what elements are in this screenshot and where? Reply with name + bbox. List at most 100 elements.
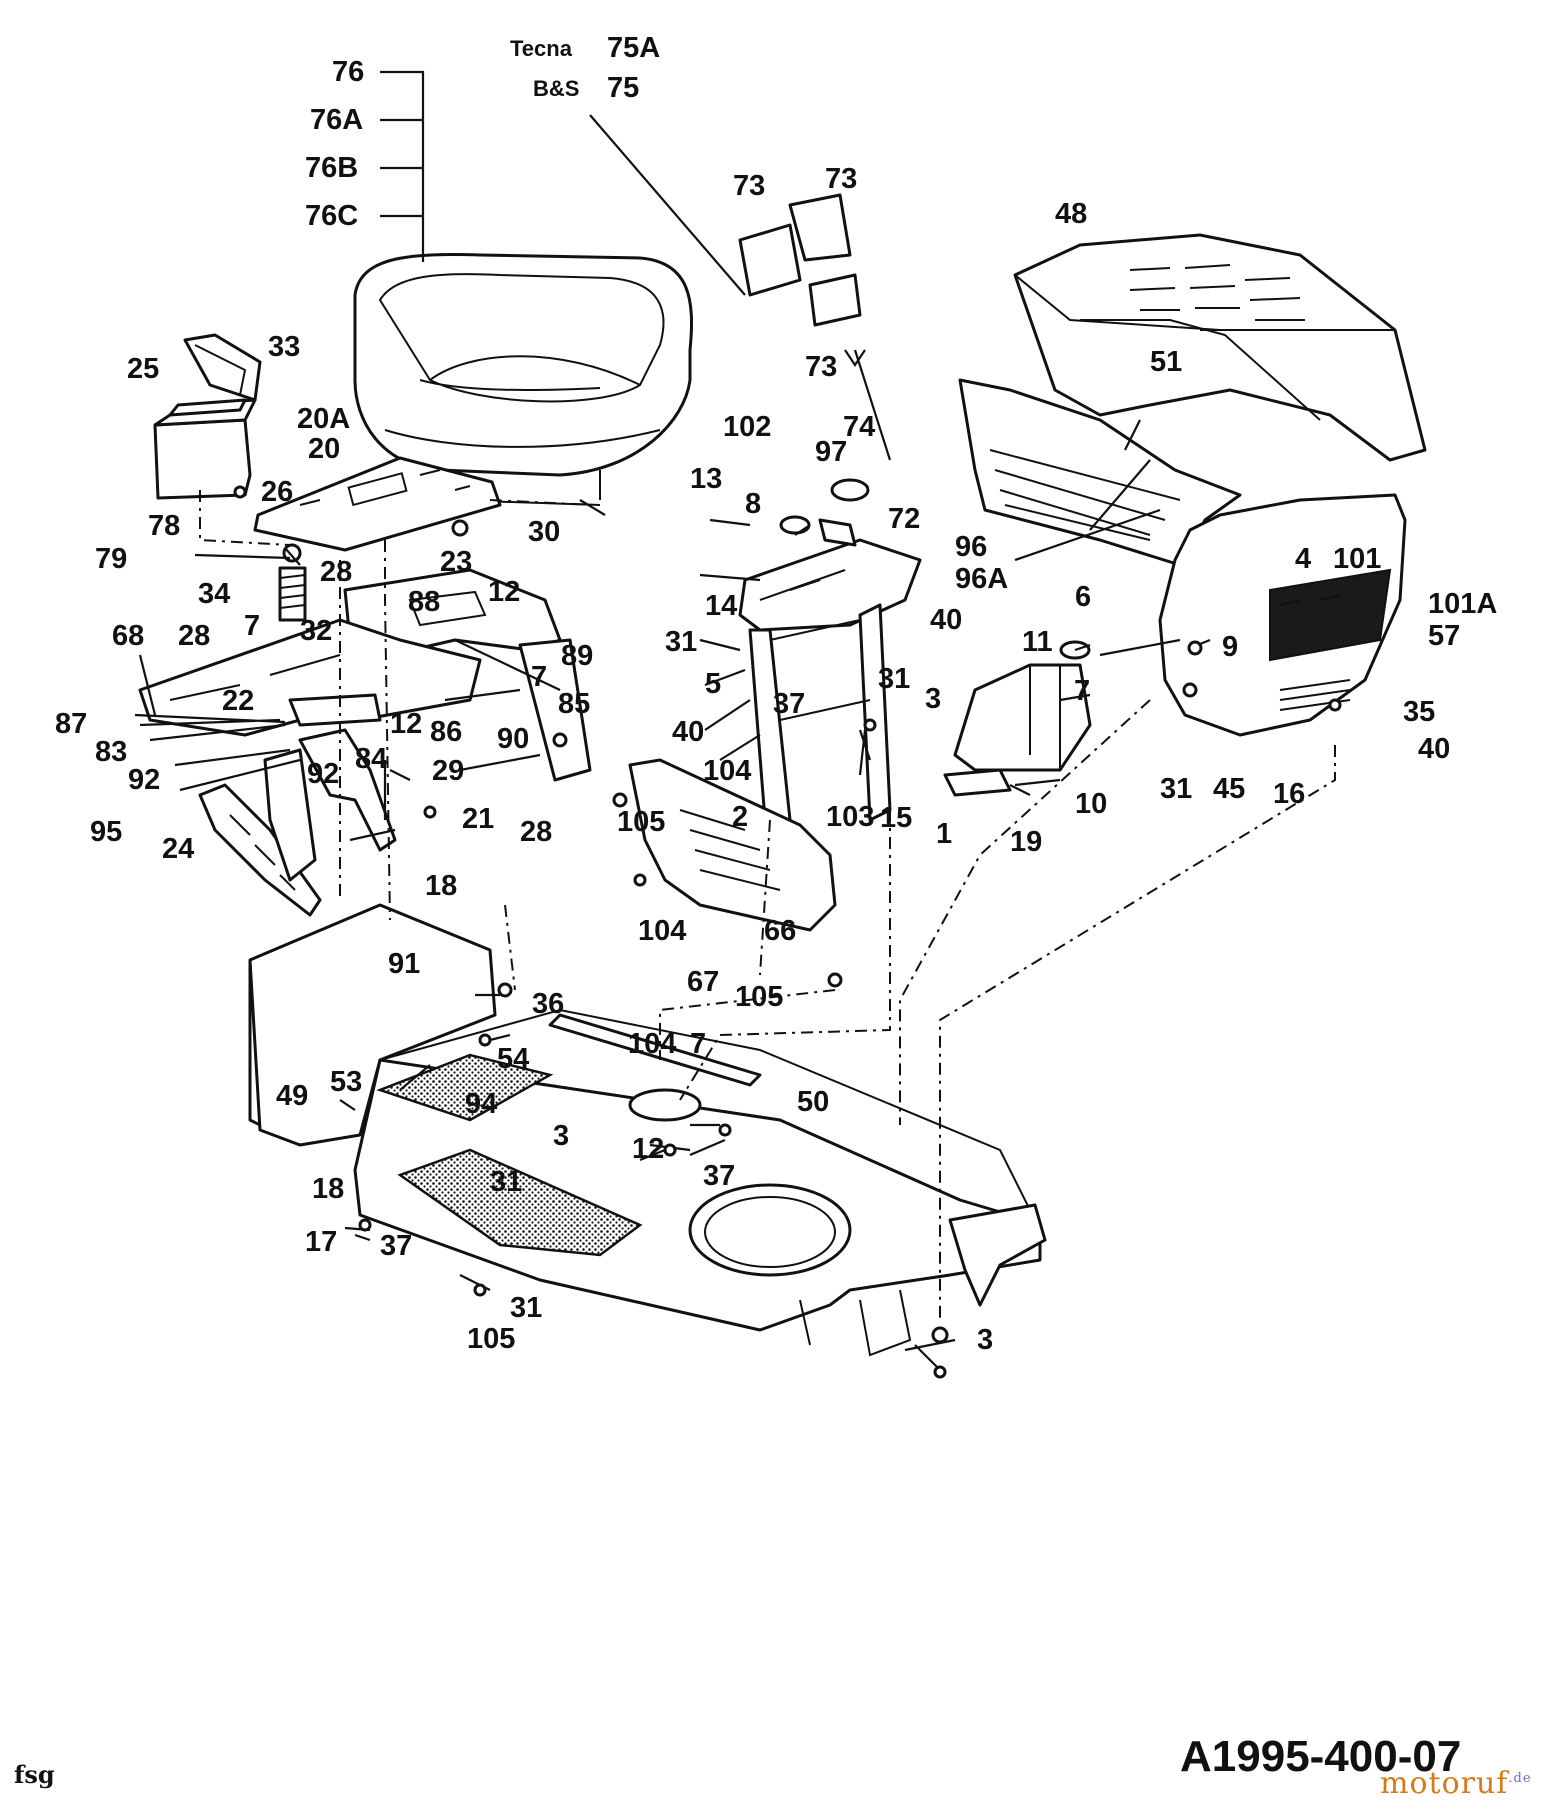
callout-label: 7 (1074, 675, 1091, 707)
seat (353, 252, 694, 506)
seat-variant-76: 76 (332, 56, 365, 88)
callout-label: 23 (440, 546, 473, 578)
hardware-fasteners (233, 485, 1342, 1379)
drawing-code: A1995-400-07 (1180, 1732, 1462, 1781)
side-panel-24 (198, 783, 322, 917)
callout-label: 90 (497, 723, 530, 755)
callout-label: 15 (880, 802, 913, 834)
callout-label: 91 (388, 948, 421, 980)
callout-label: 104 (703, 755, 752, 787)
callout-label: 28 (520, 816, 553, 848)
callout-label: 3 (977, 1324, 994, 1356)
hood (1013, 233, 1427, 462)
main-frame (248, 903, 1047, 1357)
callout-label: 104 (628, 1028, 677, 1060)
callout-label: 31 (490, 1166, 523, 1198)
callout-label: 101A (1428, 588, 1498, 620)
front-panel (628, 758, 837, 932)
hood-hinge (589, 114, 892, 461)
callout-label: 19 (1010, 826, 1043, 858)
seat-variant-76a: 76A (310, 104, 364, 136)
callout-label: 3 (925, 683, 942, 715)
callout-label: 30 (528, 516, 561, 548)
callout-label: 67 (687, 966, 720, 998)
callout-label: 32 (300, 615, 333, 647)
callout-label: 73 (733, 170, 766, 202)
callout-label: 8 (745, 488, 762, 520)
callout-label: 37 (380, 1230, 413, 1262)
engine-variant-part-75a: 75A (607, 32, 661, 64)
callout-label: 40 (1418, 733, 1451, 765)
callout-label: 53 (330, 1066, 363, 1098)
callout-label: 35 (1403, 696, 1436, 728)
fender-plate (263, 728, 397, 882)
callout-label: 94 (465, 1088, 498, 1120)
callout-label: 3 (553, 1120, 570, 1152)
callout-label: 9 (1222, 631, 1239, 663)
callout-label: 73 (825, 163, 858, 195)
seat-plate (253, 456, 596, 552)
callout-label: 84 (355, 743, 388, 775)
rear-body (138, 618, 482, 737)
callout-label: 54 (497, 1043, 530, 1075)
callout-label: 40 (672, 716, 705, 748)
callout-label: 29 (432, 755, 465, 787)
callout-label: 4 (1295, 543, 1312, 575)
callout-label: 17 (305, 1226, 338, 1258)
callout-label: 49 (276, 1080, 309, 1112)
callout-label: 31 (510, 1292, 543, 1324)
callout-label: 20 (308, 433, 341, 465)
hood-side-panel (958, 378, 1242, 567)
callout-label: 10 (1075, 788, 1108, 820)
callout-label: 68 (112, 620, 145, 652)
callout-label: 14 (705, 590, 738, 622)
callout-label: 92 (307, 758, 340, 790)
callout-label: 97 (815, 436, 848, 468)
engine-variant-part-75: 75 (607, 72, 640, 104)
callout-label: 66 (764, 915, 797, 947)
callout-label: 7 (690, 1028, 707, 1060)
callout-label: 21 (462, 803, 495, 835)
callout-label: 6 (1075, 581, 1092, 613)
callout-label: 103 (826, 801, 875, 833)
callout-label: 104 (638, 915, 687, 947)
callout-label: 101 (1333, 543, 1382, 575)
callout-label: 87 (55, 708, 88, 740)
callout-label: 92 (128, 764, 161, 796)
footer-left-mark: fsg (14, 1760, 55, 1789)
callout-label: 31 (1160, 773, 1193, 805)
callout-label: 12 (488, 576, 521, 608)
callout-label: 57 (1428, 620, 1461, 652)
callout-label: 25 (127, 353, 160, 385)
callout-label: 20A (297, 403, 351, 435)
callout-label: 74 (843, 411, 876, 443)
callout-label: 7 (531, 661, 548, 693)
callout-label: 73 (805, 351, 838, 383)
callout-label: 34 (198, 578, 231, 610)
callout-label: 12 (632, 1133, 665, 1165)
callout-label: 96A (955, 563, 1009, 595)
callout-label: 79 (95, 543, 128, 575)
watermark-logo: motoruf.de (1380, 1766, 1532, 1801)
callout-label: 24 (162, 833, 195, 865)
callout-label: 89 (561, 640, 594, 672)
callout-label: 18 (425, 870, 458, 902)
callout-label: 105 (467, 1323, 516, 1355)
callout-label: 28 (178, 620, 211, 652)
callout-label: 16 (1273, 778, 1306, 810)
callout-label: 50 (797, 1086, 830, 1118)
callout-label: 22 (222, 685, 255, 717)
leader-lines (134, 419, 1341, 1376)
callout-label: 85 (558, 688, 591, 720)
callout-label: 13 (690, 463, 723, 495)
callout-label: 40 (930, 604, 963, 636)
front-grille (1158, 493, 1407, 737)
seat-spring (278, 543, 307, 622)
callout-label: 36 (532, 988, 565, 1020)
callout-label: 26 (261, 476, 294, 508)
callout-label: 11 (1022, 626, 1053, 658)
dash-console (738, 478, 922, 822)
watermark-text: motoruf (1380, 1766, 1509, 1801)
callout-label: 37 (773, 688, 806, 720)
engine-variant-name-tecna: Tecna (510, 36, 572, 61)
